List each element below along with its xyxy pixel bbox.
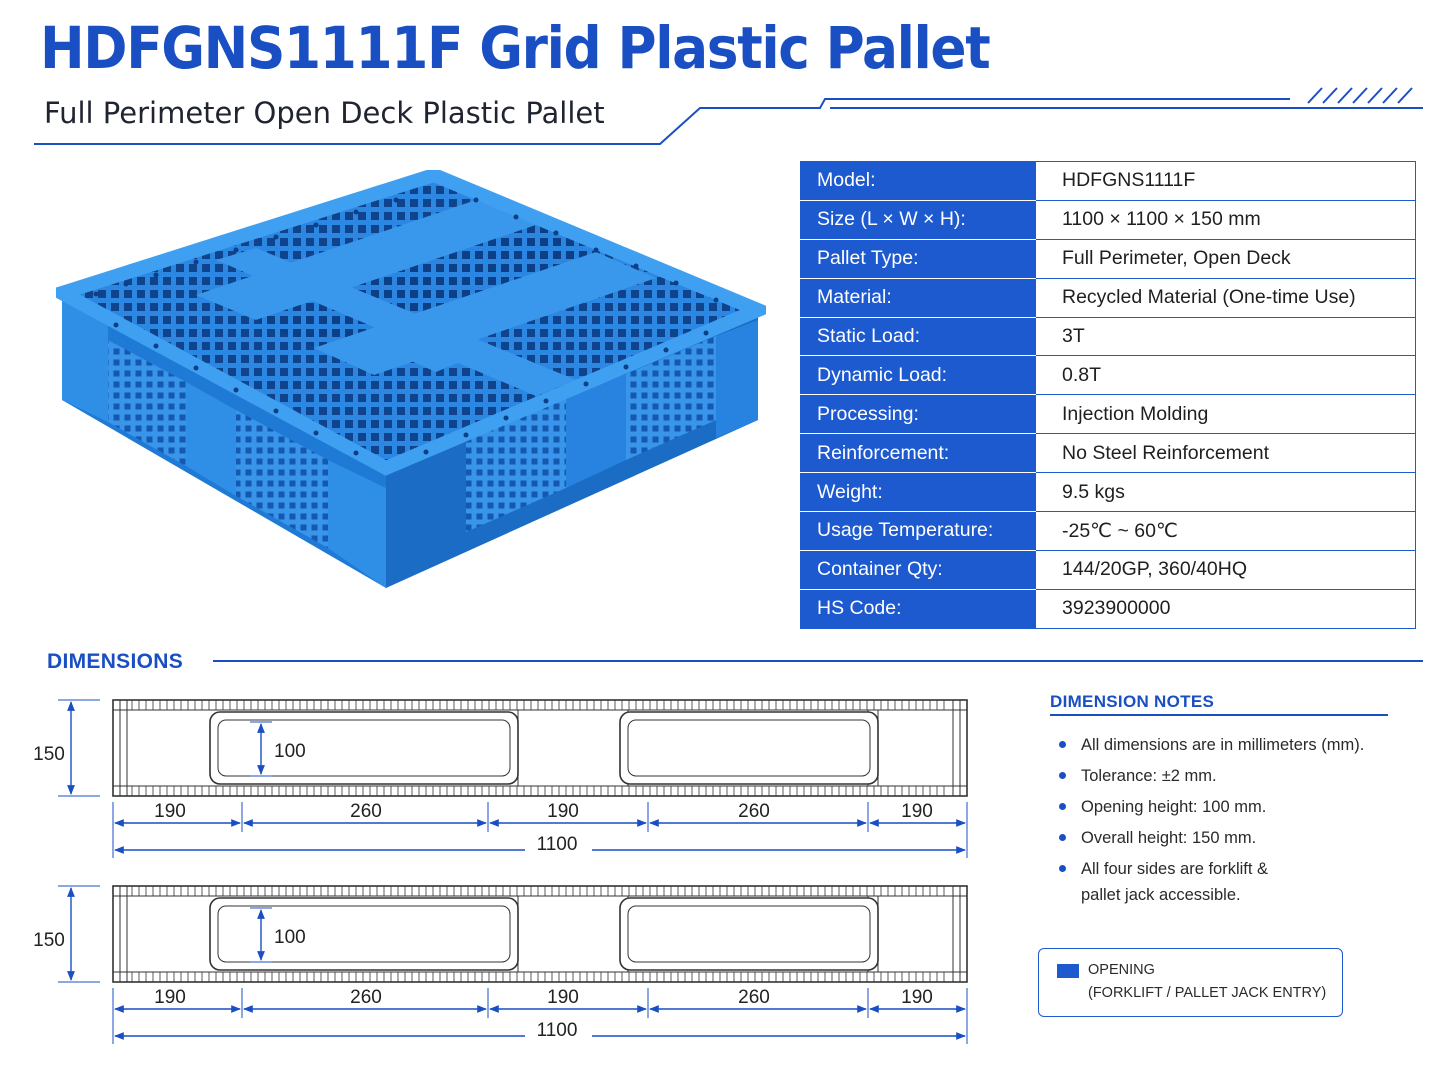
segment-label: 260 xyxy=(738,987,770,1008)
note-item: Tolerance: ±2 mm. xyxy=(1058,763,1398,789)
spec-row: Static Load:3T xyxy=(800,316,1416,357)
total-length-label: 1100 xyxy=(537,834,578,855)
note-item: All dimensions are in millimeters (mm). xyxy=(1058,732,1398,758)
spec-value: 1100 × 1100 × 150 mm xyxy=(1035,199,1416,240)
spec-label: Weight: xyxy=(800,472,1036,513)
spec-row: Weight:9.5 kgs xyxy=(800,472,1416,513)
specs-table: Model:HDFGNS1111F Size (L × W × H):1100 … xyxy=(800,161,1416,629)
spec-value: HDFGNS1111F xyxy=(1035,161,1416,201)
notes-list: All dimensions are in millimeters (mm). … xyxy=(1058,732,1398,913)
spec-row: HS Code:3923900000 xyxy=(800,588,1416,629)
segment-label: 260 xyxy=(350,801,382,822)
legend-sublabel: (FORKLIFT / PALLET JACK ENTRY) xyxy=(1088,985,1327,1001)
legend-label: OPENING xyxy=(1088,962,1155,978)
spec-label: Container Qty: xyxy=(800,549,1036,590)
segment-label: 260 xyxy=(350,987,382,1008)
spec-value: Full Perimeter, Open Deck xyxy=(1035,238,1416,279)
spec-value: 9.5 kgs xyxy=(1035,472,1416,513)
spec-row: Container Qty:144/20GP, 360/40HQ xyxy=(800,549,1416,590)
spec-row: Usage Temperature:-25℃ ~ 60℃ xyxy=(800,511,1416,551)
spec-row: Processing:Injection Molding xyxy=(800,394,1416,435)
segment-label: 190 xyxy=(901,801,933,822)
spec-label: Size (L × W × H): xyxy=(800,199,1036,240)
page-subtitle: Full Perimeter Open Deck Plastic Pallet xyxy=(44,96,605,130)
spec-value: 144/20GP, 360/40HQ xyxy=(1035,549,1416,590)
notes-heading: DIMENSION NOTES xyxy=(1050,692,1215,711)
opening-height-label: 100 xyxy=(274,927,306,948)
spec-label: Usage Temperature: xyxy=(800,511,1036,551)
dimension-drawing: 150 100 190 260 190 260 1 xyxy=(33,699,968,1044)
spec-value: -25℃ ~ 60℃ xyxy=(1035,511,1416,551)
notes-rule xyxy=(1050,714,1388,716)
spec-value: Recycled Material (One-time Use) xyxy=(1035,277,1416,318)
spec-value: No Steel Reinforcement xyxy=(1035,433,1416,474)
spec-row: Reinforcement:No Steel Reinforcement xyxy=(800,433,1416,474)
spec-label: Pallet Type: xyxy=(800,238,1036,279)
pallet-image xyxy=(56,170,766,588)
segment-label: 190 xyxy=(547,801,579,822)
height-label: 150 xyxy=(33,930,65,951)
spec-value: Injection Molding xyxy=(1035,394,1416,435)
segment-label: 260 xyxy=(738,801,770,822)
side-view-2: 150 100 190 260 190 260 190 1 xyxy=(33,885,968,1044)
segment-label: 190 xyxy=(901,987,933,1008)
opening-swatch xyxy=(1057,964,1079,978)
spec-row: Dynamic Load:0.8T xyxy=(800,355,1416,396)
spec-label: Dynamic Load: xyxy=(800,355,1036,396)
spec-value: 3923900000 xyxy=(1035,588,1416,629)
total-length-label: 1100 xyxy=(537,1020,578,1041)
spec-row: Material:Recycled Material (One-time Use… xyxy=(800,277,1416,318)
spec-label: Static Load: xyxy=(800,316,1036,357)
note-item: All four sides are forklift & pallet jac… xyxy=(1058,856,1293,908)
page-title: HDFGNS1111F Grid Plastic Pallet xyxy=(40,14,991,82)
spec-label: Processing: xyxy=(800,394,1036,435)
opening-height-label: 100 xyxy=(274,741,306,762)
spec-value: 0.8T xyxy=(1035,355,1416,396)
note-item: Overall height: 150 mm. xyxy=(1058,825,1398,851)
spec-row: Model:HDFGNS1111F xyxy=(800,161,1416,201)
spec-value: 3T xyxy=(1035,316,1416,357)
opening-legend: OPENING (FORKLIFT / PALLET JACK ENTRY) xyxy=(1038,948,1343,1017)
spec-label: HS Code: xyxy=(800,588,1036,629)
spec-label: Model: xyxy=(800,161,1036,201)
side-view-1: 150 100 190 260 190 260 1 xyxy=(33,699,968,858)
spec-row: Pallet Type:Full Perimeter, Open Deck xyxy=(800,238,1416,279)
note-item: Opening height: 100 mm. xyxy=(1058,794,1398,820)
segment-label: 190 xyxy=(154,801,186,822)
segment-label: 190 xyxy=(154,987,186,1008)
header-decoration xyxy=(34,87,1423,145)
dimensions-rule xyxy=(213,660,1423,662)
height-label: 150 xyxy=(33,744,65,765)
spec-label: Material: xyxy=(800,277,1036,318)
dimensions-heading: DIMENSIONS xyxy=(47,650,184,673)
segment-label: 190 xyxy=(547,987,579,1008)
spec-row: Size (L × W × H):1100 × 1100 × 150 mm xyxy=(800,199,1416,240)
spec-label: Reinforcement: xyxy=(800,433,1036,474)
